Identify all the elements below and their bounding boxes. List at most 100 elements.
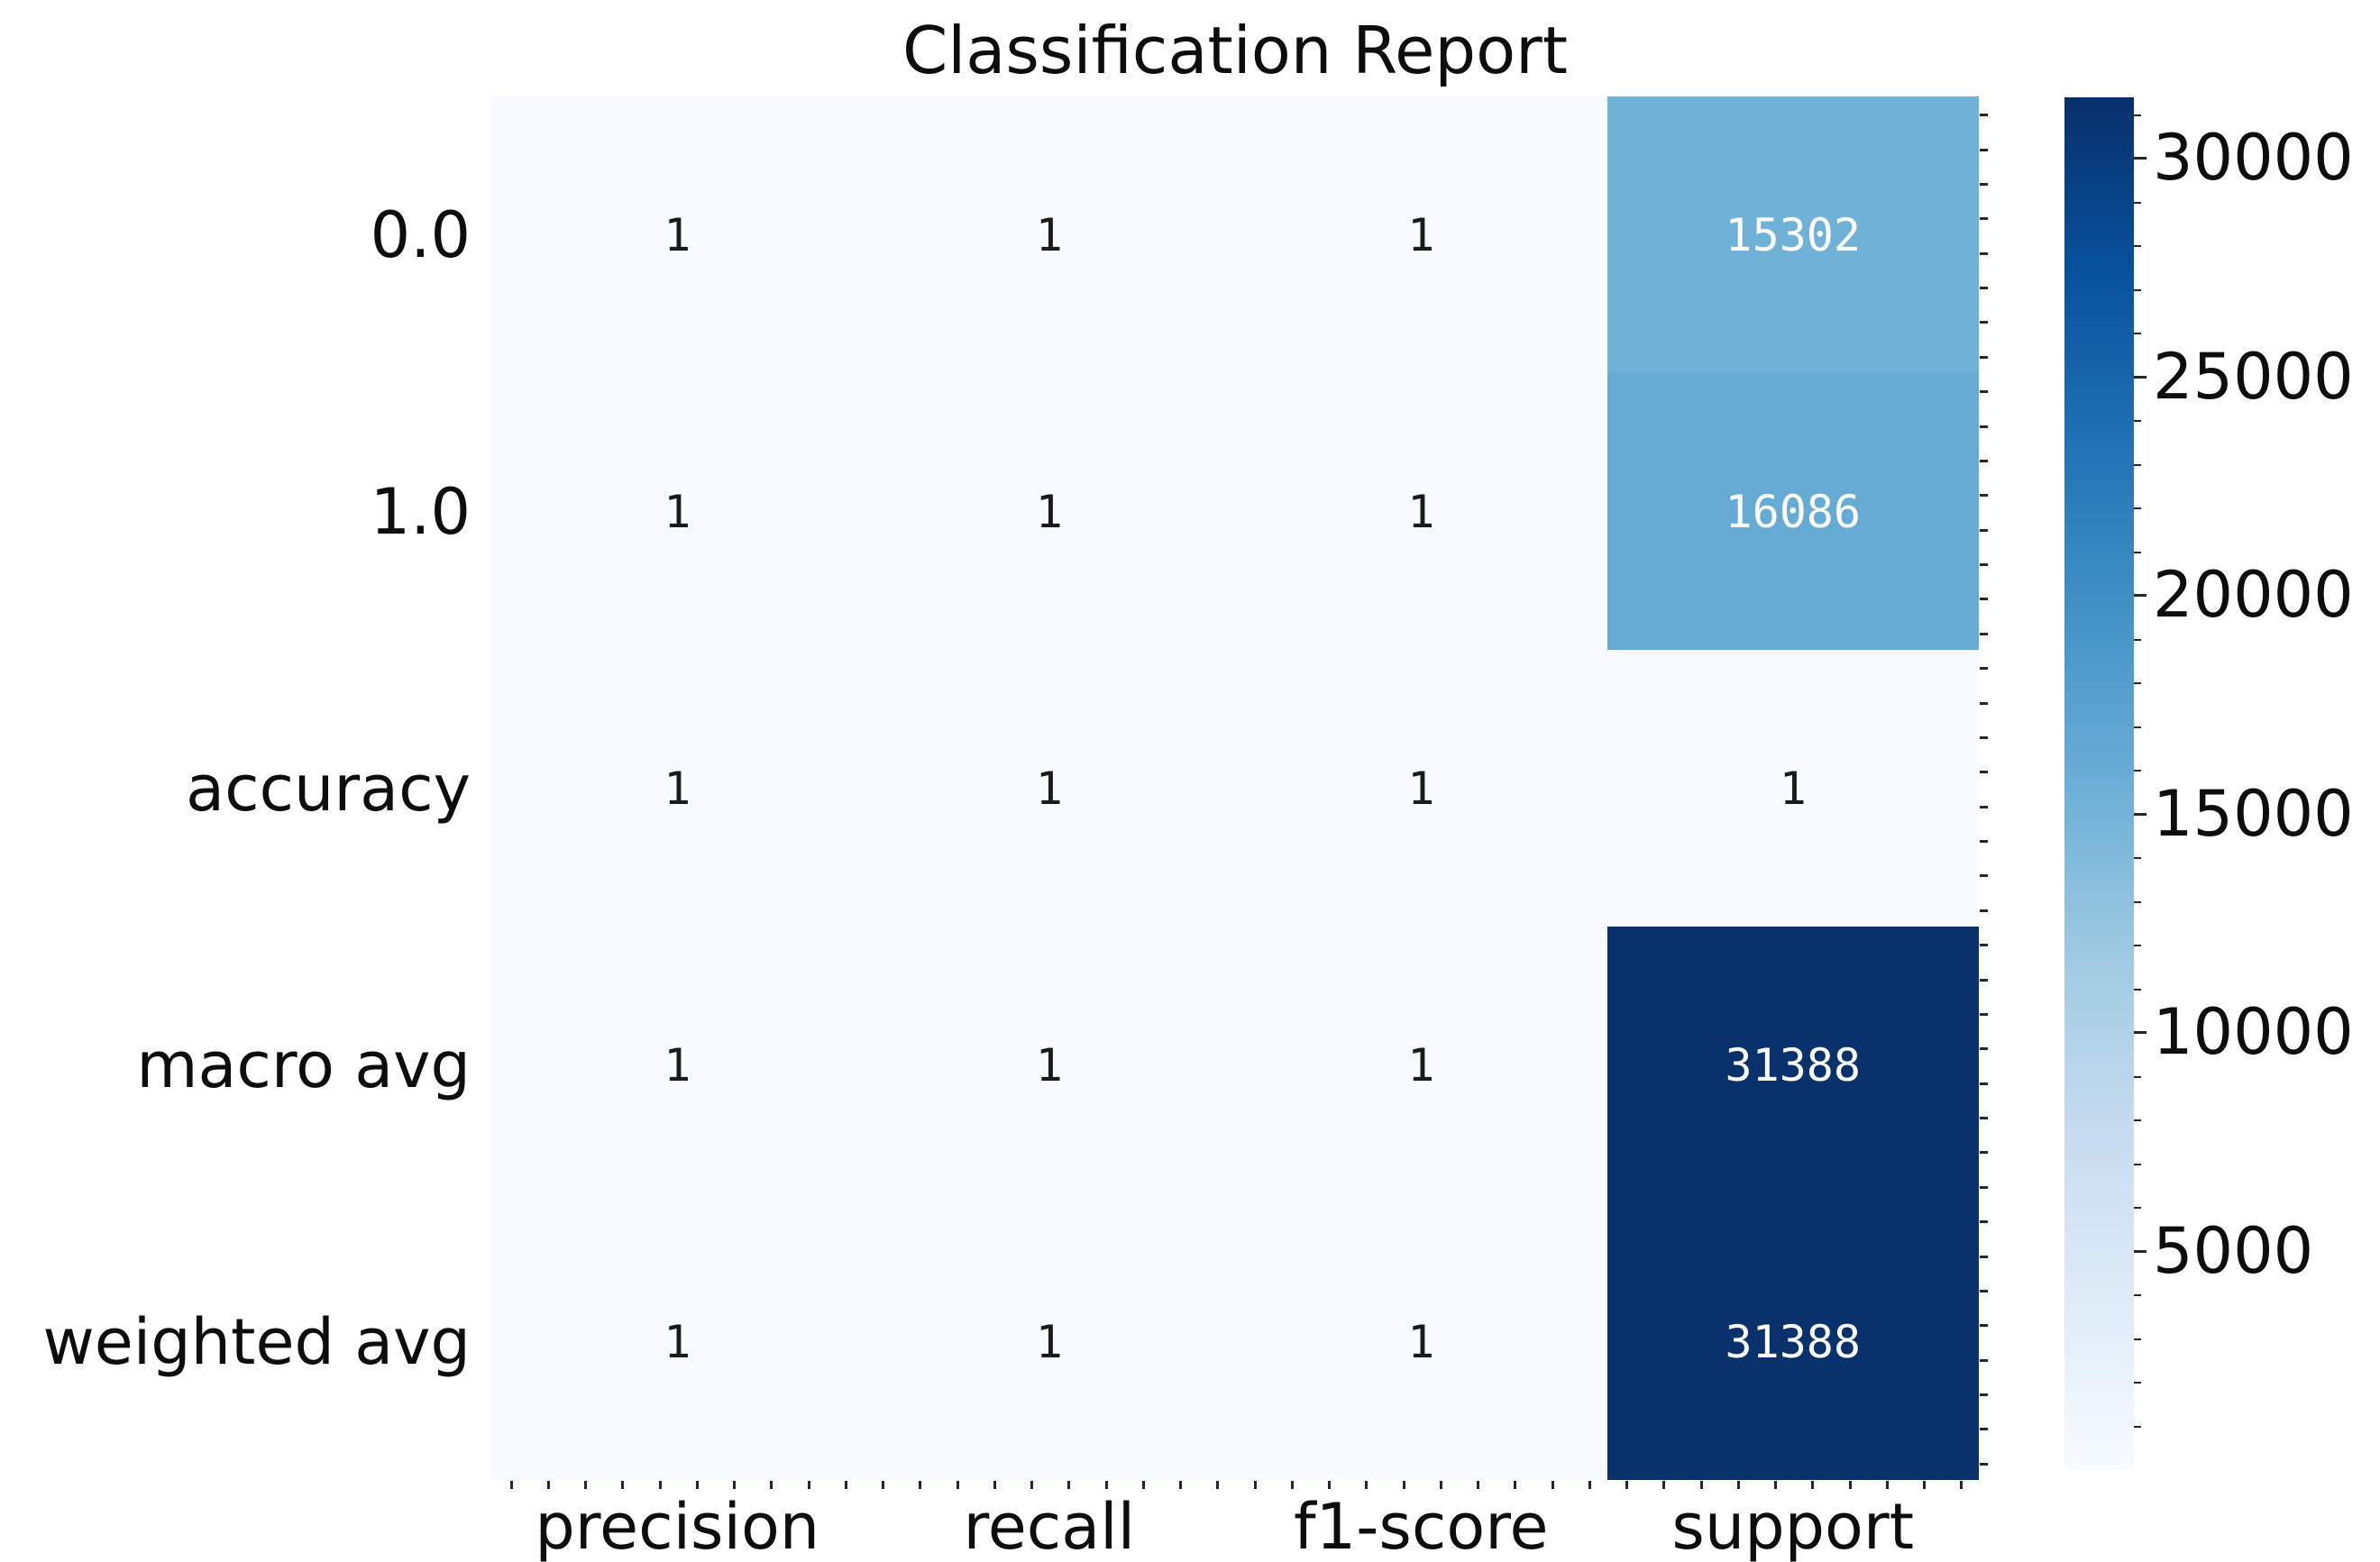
cell-0.0-recall: 1 [863,96,1235,373]
right-axis-minor-tick [1980,1428,1988,1431]
x-axis-minor-tick [1253,1481,1257,1489]
x-axis-minor-tick [1662,1481,1666,1489]
x-axis-minor-tick [770,1481,774,1489]
right-axis-minor-tick [1980,1117,1988,1120]
right-axis-minor-tick [1980,459,1988,462]
x-axis-minor-tick [1402,1481,1405,1489]
x-axis-minor-tick [584,1481,588,1489]
colorbar-minor-tick [2134,1163,2141,1165]
row-label-1.0: 1.0 [370,474,471,549]
colorbar-minor-tick [2134,857,2141,860]
x-axis-minor-tick [1067,1481,1071,1489]
right-axis-minor-tick [1980,1255,1988,1258]
colorbar-minor-tick [2134,1294,2141,1297]
colorbar-tick-label-15000: 15000 [2153,776,2354,851]
cell-weighted-avg-support: 31388 [1606,1203,1979,1480]
colorbar-minor-tick [2134,420,2141,423]
x-axis-minor-tick [1328,1481,1332,1489]
right-axis-minor-tick [1980,494,1988,498]
x-axis-minor-tick [1141,1481,1145,1489]
x-axis-minor-tick [1588,1481,1591,1489]
x-axis-minor-tick [1477,1481,1480,1489]
x-axis-minor-tick [993,1481,996,1489]
right-axis-minor-tick [1980,390,1988,394]
right-axis-minor-tick [1980,1358,1988,1362]
cell-weighted-avg-recall: 1 [863,1203,1235,1480]
right-axis-minor-tick [1980,944,1988,947]
cell-1.0-recall: 1 [863,373,1235,650]
right-axis-minor-tick [1980,701,1988,705]
right-axis-minor-tick [1980,114,1988,117]
x-axis-minor-tick [1551,1481,1554,1489]
x-axis-minor-tick [621,1481,625,1489]
colorbar-minor-tick [2134,1382,2141,1384]
right-axis-minor-tick [1980,321,1988,324]
x-axis-minor-tick [1514,1481,1517,1489]
x-axis-minor-tick [695,1481,699,1489]
colorbar-major-tick [2134,594,2147,598]
colorbar-minor-tick [2134,507,2141,510]
colorbar-minor-tick [2134,1207,2141,1210]
colorbar-minor-tick [2134,1075,2141,1078]
colorbar-minor-tick [2134,945,2141,947]
colorbar-minor-tick [2134,726,2141,728]
x-axis-minor-tick [919,1481,922,1489]
x-axis-minor-tick [1179,1481,1183,1489]
x-axis-minor-tick [509,1481,513,1489]
right-axis-minor-tick [1980,874,1988,878]
right-axis-minor-tick [1980,1220,1988,1224]
colorbar-minor-tick [2134,551,2141,553]
x-axis-minor-tick [1104,1481,1108,1489]
colorbar-minor-tick [2134,245,2141,248]
cell-accuracy-recall: 1 [863,650,1235,927]
x-axis-minor-tick [882,1481,885,1489]
x-axis-minor-tick [1699,1481,1703,1489]
colorbar-minor-tick [2134,900,2141,903]
cell-macro-avg-f1-score: 1 [1235,927,1607,1203]
cell-0.0-precision: 1 [491,96,864,373]
colorbar-tick-label-20000: 20000 [2153,558,2354,633]
colorbar-minor-tick [2134,1338,2141,1340]
cell-0.0-f1-score: 1 [1235,96,1607,373]
right-axis-minor-tick [1980,1012,1988,1016]
colorbar-minor-tick [2134,1425,2141,1428]
right-axis-minor-tick [1980,909,1988,912]
x-axis-minor-tick [807,1481,810,1489]
right-axis-minor-tick [1980,563,1988,567]
x-axis-minor-tick [1848,1481,1852,1489]
x-axis-minor-tick [1923,1481,1927,1489]
colorbar-tick-label-30000: 30000 [2153,121,2354,196]
x-axis-minor-tick [1290,1481,1294,1489]
right-axis-minor-tick [1980,425,1988,428]
col-label-precision: precision [535,1490,820,1562]
colorbar-tick-label-5000: 5000 [2153,1213,2314,1288]
x-axis-minor-tick [1625,1481,1629,1489]
cell-weighted-avg-precision: 1 [491,1203,864,1480]
x-axis-minor-tick [1439,1481,1442,1489]
row-label-0.0: 0.0 [370,197,471,272]
cell-macro-avg-precision: 1 [491,927,864,1203]
x-axis-minor-tick [658,1481,662,1489]
colorbar-major-tick [2134,1249,2147,1253]
right-axis-minor-tick [1980,771,1988,774]
right-axis-minor-tick [1980,667,1988,671]
cell-1.0-precision: 1 [491,373,864,650]
right-axis-minor-tick [1980,1324,1988,1328]
colorbar-minor-tick [2134,682,2141,685]
right-axis-minor-tick [1980,217,1988,221]
right-axis-minor-tick [1980,840,1988,844]
col-label-f1-score: f1-score [1293,1490,1549,1562]
x-axis-minor-tick [844,1481,847,1489]
right-axis-minor-tick [1980,148,1988,151]
cell-accuracy-f1-score: 1 [1235,650,1607,927]
colorbar-major-tick [2134,157,2147,160]
colorbar-minor-tick [2134,770,2141,772]
colorbar-gradient [2064,97,2134,1469]
right-axis-minor-tick [1980,182,1988,186]
right-axis-minor-tick [1980,1462,1988,1466]
right-axis-minor-tick [1980,355,1988,359]
cell-1.0-support: 16086 [1606,373,1979,650]
right-axis-minor-tick [1980,287,1988,290]
